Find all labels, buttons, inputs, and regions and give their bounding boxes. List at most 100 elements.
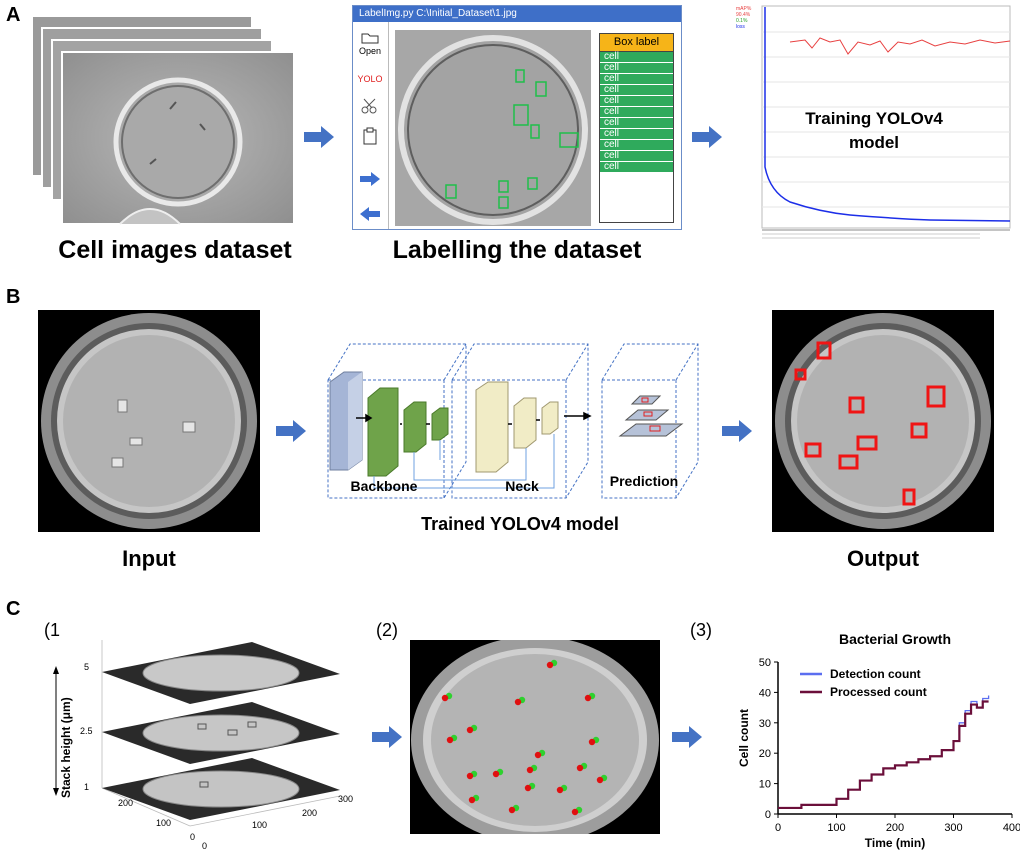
label-boxes: [445, 69, 579, 209]
clipboard-tool[interactable]: [355, 127, 385, 147]
stack-slice-bottom: [102, 758, 340, 820]
legend-label-1: Detection count: [830, 667, 921, 681]
labelimg-title-bar: LabelImg.py C:\Initial_Dataset\1.jpg: [353, 6, 681, 22]
track-point-red: [576, 764, 584, 772]
box-label-item[interactable]: cell: [600, 52, 673, 63]
x-tick-0: 0: [190, 832, 195, 842]
track-point-red: [468, 796, 476, 804]
panel-letter-a: A: [6, 4, 21, 26]
box-label-item[interactable]: cell: [600, 96, 673, 107]
map-curve: [789, 37, 1011, 55]
training-label-line1: Training YOLOv4: [805, 109, 943, 128]
stack-3d-plot: 5 2.5 1 0 100 200 300 0 100 200 Stack he…: [53, 640, 353, 851]
caption-output: Output: [846, 546, 920, 571]
subpanel-label-2: (2): [376, 620, 398, 640]
svg-text:loss: loss: [736, 24, 745, 30]
box-label-item[interactable]: cell: [600, 118, 673, 129]
clipboard-icon: [363, 127, 377, 145]
track-point-red: [446, 736, 454, 744]
box-label-header: Box label: [600, 34, 673, 52]
y-tick-label: 50: [759, 657, 771, 669]
open-tool[interactable]: Open: [355, 32, 385, 56]
box-label-item[interactable]: cell: [600, 151, 673, 162]
prev-image-tool[interactable]: [355, 207, 385, 223]
x-tick-label: 200: [886, 822, 904, 834]
box-label-item[interactable]: cell: [600, 107, 673, 118]
folder-icon: [361, 33, 379, 44]
track-point-red: [508, 806, 516, 814]
subpanel-label-1: (1: [44, 620, 61, 640]
track-point-red: [571, 808, 579, 816]
detection-boxes: [794, 341, 946, 506]
prediction-label: Prediction: [610, 473, 678, 489]
box-label-item[interactable]: cell: [600, 74, 673, 85]
labelimg-window: LabelImg.py C:\Initial_Dataset\1.jpg Ope…: [352, 5, 682, 230]
y-tick-label: 10: [759, 779, 771, 791]
series-line-1: [778, 695, 990, 809]
yolov4-architecture-diagram: Backbone Neck Prediction: [327, 343, 699, 499]
track-point-red: [556, 786, 564, 794]
training-loss-chart: mAP% 90.4% 0.1% loss Training YOLOv4 mod…: [730, 2, 1018, 250]
arrow-right-icon: [372, 726, 402, 748]
box-label-item[interactable]: cell: [600, 140, 673, 151]
track-point-red: [534, 751, 542, 759]
chart-title: Bacterial Growth: [839, 631, 951, 647]
panel-letter-b: B: [6, 286, 21, 308]
track-point-red: [466, 726, 474, 734]
z-tick-bottom: 1: [84, 782, 89, 792]
box-label-item[interactable]: cell: [600, 85, 673, 96]
svg-text:0.1%: 0.1%: [736, 18, 748, 24]
legend-label-2: Processed count: [830, 685, 927, 699]
panel-letter-c: C: [6, 598, 21, 620]
y-tick-100: 100: [156, 818, 171, 828]
y-tick-label: 20: [759, 748, 771, 760]
arrow-right-icon: [672, 726, 702, 748]
series-line-2: [778, 700, 989, 810]
x-tick-100: 100: [252, 820, 267, 830]
track-point-red: [546, 661, 554, 669]
neck-label: Neck: [505, 478, 539, 494]
labelimg-toolbar: Open YOLO: [353, 22, 389, 229]
box-label-item[interactable]: cell: [600, 162, 673, 173]
track-point-red: [588, 738, 596, 746]
track-point-red: [524, 784, 532, 792]
track-point-red: [514, 698, 522, 706]
track-point-red: [492, 770, 500, 778]
box-label-item[interactable]: cell: [600, 129, 673, 140]
x-tick-label: 0: [775, 822, 781, 834]
x-tick-label: 300: [944, 822, 962, 834]
svg-text:90.4%: 90.4%: [736, 12, 751, 18]
box-label-item[interactable]: cell: [600, 63, 673, 74]
scissors-tool[interactable]: [355, 98, 385, 116]
svg-text:mAP%: mAP%: [736, 6, 752, 12]
track-point-red: [526, 766, 534, 774]
loss-curve: [764, 7, 1011, 222]
open-tool-label: Open: [358, 46, 382, 56]
output-image: [772, 310, 994, 532]
stack-ylabel: Stack height (μm): [59, 697, 73, 798]
caption-cell-images-dataset: Cell images dataset: [58, 236, 292, 264]
arrow-right-icon: [692, 126, 722, 148]
scissors-icon: [361, 98, 377, 114]
y-tick-200: 200: [118, 798, 133, 808]
input-image: [38, 310, 260, 532]
y-tick-0: 0: [202, 841, 207, 851]
training-label-line2: model: [849, 133, 899, 152]
yolo-tool[interactable]: YOLO: [357, 74, 383, 84]
labelimg-canvas[interactable]: [395, 30, 591, 226]
stack-slice-top: [102, 642, 340, 704]
next-image-tool[interactable]: [355, 172, 385, 188]
arrow-right-icon: [304, 126, 334, 148]
track-point-red: [584, 694, 592, 702]
stack-slice-middle: [102, 702, 340, 764]
x-tick-label: 400: [1003, 822, 1020, 834]
x-tick-200: 200: [302, 808, 317, 818]
track-point-red: [466, 772, 474, 780]
track-point-red: [596, 776, 604, 784]
caption-trained-model: Trained YOLOv4 model: [421, 514, 619, 534]
arrow-right-icon: [276, 420, 306, 442]
y-tick-label: 30: [759, 718, 771, 730]
